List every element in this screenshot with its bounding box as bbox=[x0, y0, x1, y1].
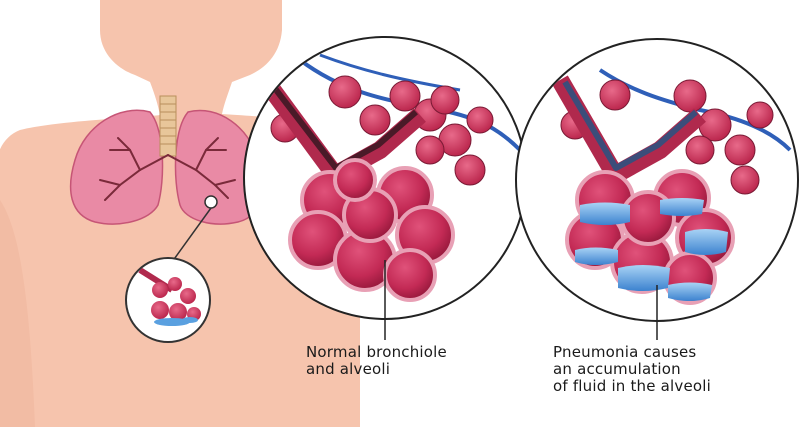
upper-alveoli-cluster-pneumonia bbox=[560, 79, 774, 195]
inset-small-circle bbox=[125, 257, 211, 343]
body-silhouette bbox=[0, 0, 360, 427]
lungs bbox=[69, 95, 263, 263]
normal-caption: Normal bronchiole and alveoli bbox=[306, 343, 447, 378]
normal-alveoli-circle bbox=[243, 36, 527, 340]
pneumonia-alveoli-circle bbox=[515, 38, 799, 340]
pneumonia-caption: Pneumonia causes an accumulation of flui… bbox=[553, 343, 712, 395]
fluid-filled-alveolar-sac bbox=[565, 169, 735, 305]
alveolar-sac bbox=[288, 158, 455, 302]
